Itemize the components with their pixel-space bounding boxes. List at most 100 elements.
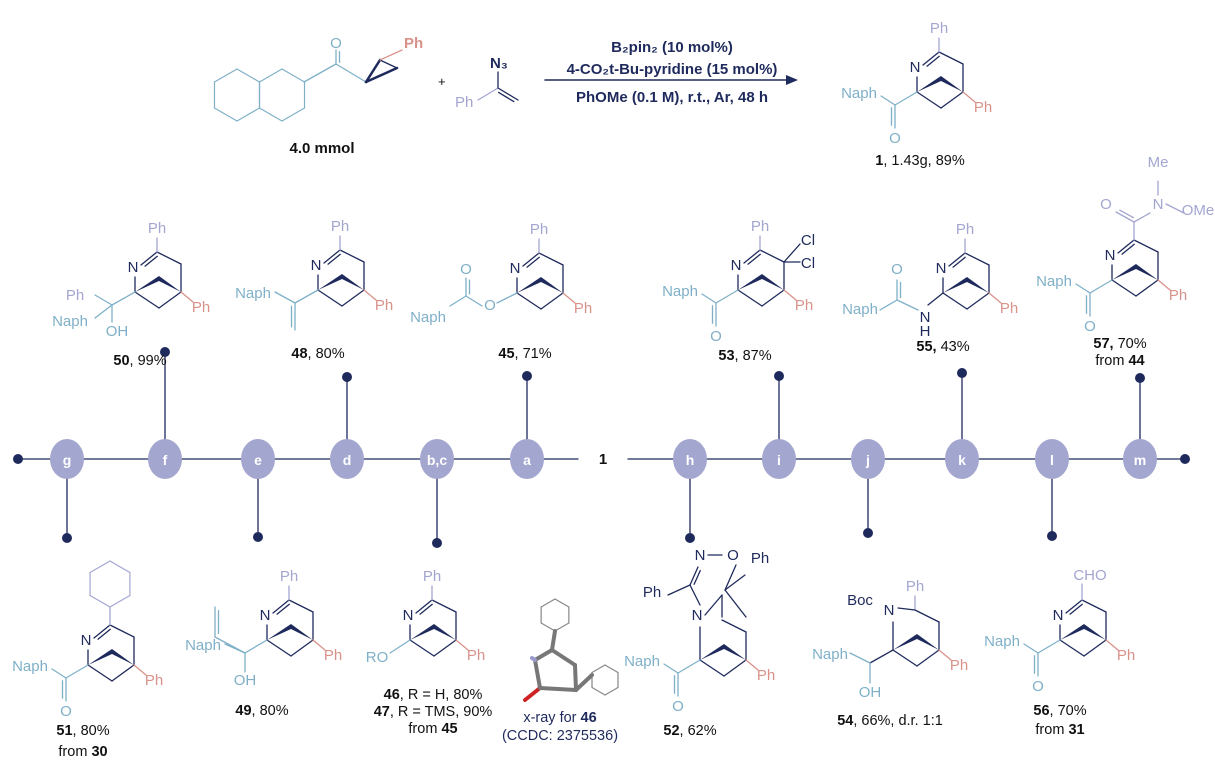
step-node-label: h xyxy=(686,452,695,468)
nitrogen-label: N xyxy=(731,257,742,274)
step-node-l[interactable]: l xyxy=(1035,439,1069,479)
caption-48: 48, 80% xyxy=(291,346,344,362)
bond xyxy=(274,291,296,304)
bond xyxy=(759,249,785,263)
atom-label: Naph xyxy=(185,637,221,654)
nitrogen-label: N xyxy=(260,607,271,624)
step-node-bc[interactable]: b,c xyxy=(420,439,454,479)
step-node-circle xyxy=(510,439,544,479)
xray-stick xyxy=(533,658,542,690)
step-node-a[interactable]: a xyxy=(510,439,544,479)
bond xyxy=(465,295,483,307)
bridge-wedge xyxy=(893,634,939,650)
bond xyxy=(363,289,377,301)
timeline-end-dot xyxy=(13,454,23,464)
atom-label: Naph xyxy=(812,646,848,663)
bond xyxy=(1133,239,1159,253)
step-node-h[interactable]: h xyxy=(673,439,707,479)
nitrogen-label: N xyxy=(311,257,322,274)
connector-dot xyxy=(863,528,873,538)
atom-label: O xyxy=(460,261,472,278)
naphthalene-ring xyxy=(236,68,261,83)
step-node-d[interactable]: d xyxy=(330,439,364,479)
step-node-label: e xyxy=(254,452,262,468)
bridge-wedge xyxy=(267,624,313,640)
atom-label: Cl xyxy=(801,255,815,272)
imine-bond xyxy=(97,628,111,640)
imine-bond xyxy=(1117,239,1135,254)
step-node-m[interactable]: m xyxy=(1123,439,1157,479)
naphthalene-ring xyxy=(281,68,306,83)
atom-label: N xyxy=(884,602,895,619)
step-node-label: g xyxy=(63,452,72,468)
cyclohexenyl-ring xyxy=(109,594,131,608)
naphthalene-ring xyxy=(281,107,306,122)
bond xyxy=(364,58,382,84)
condition-line-3: PhOMe (0.1 M), r.t., Ar, 48 h xyxy=(576,89,768,106)
bond xyxy=(335,63,367,83)
step-node-circle xyxy=(673,439,707,479)
carbonyl-bond xyxy=(1119,209,1135,219)
phenyl-label: Ph xyxy=(574,300,592,317)
caption-51-from: from 30 xyxy=(58,744,107,760)
caption-45: 45, 71% xyxy=(498,346,551,362)
step-node-circle xyxy=(1035,439,1069,479)
step-node-j[interactable]: j xyxy=(851,439,885,479)
nitrogen-label: N xyxy=(1105,247,1116,264)
atom-label: H xyxy=(920,323,931,340)
step-node-label: a xyxy=(523,452,531,468)
naphthalene-ring xyxy=(258,107,283,122)
imine-bond xyxy=(747,253,761,265)
phenyl-label: Ph xyxy=(950,657,968,674)
oxygen-label: O xyxy=(1032,678,1044,695)
bond xyxy=(214,636,246,654)
atom-label: Naph xyxy=(842,301,878,318)
bonds-layer xyxy=(13,37,1190,702)
atom-label: Ph xyxy=(643,584,661,601)
step-node-i[interactable]: i xyxy=(762,439,796,479)
bond xyxy=(477,87,499,101)
step-node-g[interactable]: g xyxy=(50,439,84,479)
bond xyxy=(455,639,469,651)
bond xyxy=(1135,279,1159,297)
cyclopropyl-phenyl: Ph xyxy=(404,35,423,52)
product-1-caption: 1, 1.43g, 89% xyxy=(875,153,965,169)
step-node-k[interactable]: k xyxy=(945,439,979,479)
nitrogen-label: N xyxy=(936,260,947,277)
bond xyxy=(721,619,747,633)
atom-label: Naph xyxy=(235,285,271,302)
bond xyxy=(783,289,797,301)
bridge-wedge xyxy=(517,277,563,293)
atom-label: OH xyxy=(859,684,882,701)
bond xyxy=(156,251,182,265)
bond xyxy=(109,624,135,638)
carbonyl-bond xyxy=(1115,211,1135,223)
step-node-circle xyxy=(1123,439,1157,479)
bond xyxy=(737,289,763,307)
bond xyxy=(1075,283,1091,294)
caption-49: 49, 80% xyxy=(235,703,288,719)
phenyl-label: Ph xyxy=(1000,300,1018,317)
step-node-circle xyxy=(945,439,979,479)
bond xyxy=(667,584,691,596)
bridge-wedge xyxy=(88,649,134,665)
bond xyxy=(364,66,399,84)
step-node-label: b,c xyxy=(427,452,447,468)
nitrogen-label: N xyxy=(81,632,92,649)
bond xyxy=(65,664,89,679)
connector-dot xyxy=(522,371,532,381)
step-node-f[interactable]: f xyxy=(148,439,182,479)
phenyl-label: Ph xyxy=(423,568,441,585)
xray-ring xyxy=(554,598,570,608)
step-node-label: f xyxy=(163,452,168,468)
reagent-scale: 4.0 mmol xyxy=(289,140,354,157)
imine-bond xyxy=(1121,243,1135,255)
xray-stick xyxy=(573,663,578,692)
connector-dot xyxy=(1047,531,1057,541)
imine-bond xyxy=(276,603,290,615)
atom-label: N xyxy=(692,607,703,624)
bond xyxy=(962,91,976,103)
step-node-e[interactable]: e xyxy=(241,439,275,479)
bond xyxy=(966,292,990,310)
bond xyxy=(745,659,759,671)
